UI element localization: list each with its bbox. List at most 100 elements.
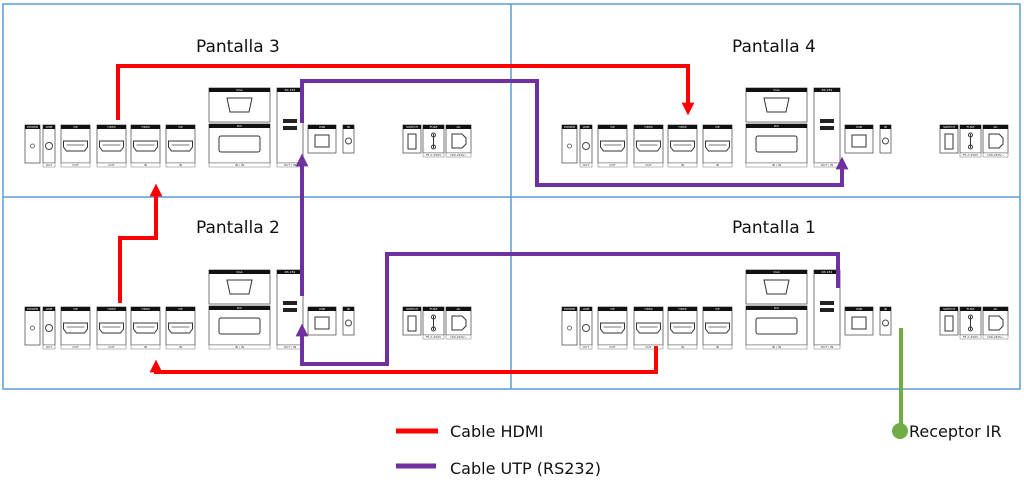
hdmi-in-label: HDMI xyxy=(678,125,686,129)
dp-out-label: DP xyxy=(610,125,614,129)
fuse-icon xyxy=(968,314,974,332)
switch-header xyxy=(940,125,958,129)
power-header xyxy=(25,307,40,311)
dvi-label: DVI xyxy=(774,124,779,128)
rs232-header xyxy=(277,88,303,92)
vga-label: VGA xyxy=(236,88,243,92)
power-header xyxy=(562,125,577,129)
rs232-port[interactable] xyxy=(276,87,304,164)
hdmi-in-label: HDMI xyxy=(141,307,149,311)
dp-in-label: DP xyxy=(178,125,182,129)
utp-cables xyxy=(295,79,849,366)
dp-out-bottom-label: OUT xyxy=(72,163,79,167)
audio-jack-icon xyxy=(582,142,590,150)
hdmi-in-bottom-label-box xyxy=(667,344,698,350)
utp-cable-p1-to-p2 xyxy=(295,252,840,366)
hdmi-out-bottom-label-box xyxy=(96,162,127,168)
hdmi-out-label: HDMI xyxy=(107,125,115,129)
dp-in-header xyxy=(166,125,195,129)
hdmi-out-label: HDMI xyxy=(644,307,652,311)
usb-connector-icon xyxy=(314,134,330,148)
ac-bottom-label: 100-240V~ xyxy=(450,153,468,157)
line-bottom-label-box xyxy=(579,162,593,168)
rs232-label: RS 232 xyxy=(822,270,833,274)
dvi-bottom-label-box xyxy=(745,344,808,350)
rocker-switch-icon xyxy=(407,133,417,150)
rs232-port[interactable] xyxy=(813,87,841,164)
line-label: LINE xyxy=(583,307,590,311)
dp-in-connector-icon-pins xyxy=(708,144,727,146)
ac-bottom-label-box xyxy=(982,334,1009,340)
rocker-switch-icon xyxy=(407,315,417,332)
fuse-label: FUSE xyxy=(967,307,975,311)
ac-header xyxy=(983,307,1008,311)
dp-out-label: DP xyxy=(73,125,77,129)
dvi-bottom-label-box xyxy=(208,162,271,168)
dp-out-connector-icon-pins xyxy=(66,144,85,146)
fuse-header xyxy=(960,125,981,129)
hdmi-out-bottom-label: OUT xyxy=(645,345,652,349)
ac-label: AC xyxy=(456,307,460,311)
line-bottom-label: OUT xyxy=(583,163,590,167)
hdmi-cable-p2-to-p3 xyxy=(118,183,163,303)
rs232-out-jack-icon xyxy=(820,301,834,305)
rs232-bottom-label: OUT / IN xyxy=(821,163,833,167)
fuse-bottom-label: F5 A 250V xyxy=(963,335,979,339)
fuse-bottom-label-box xyxy=(422,152,445,158)
line-bottom-label: OUT xyxy=(46,345,53,349)
rs232-port[interactable] xyxy=(276,269,304,346)
dp-in-connector-icon-pins xyxy=(171,326,190,328)
fuse-icon xyxy=(431,314,437,332)
rs232-bottom-label: OUT / IN xyxy=(284,345,296,349)
rs232-in-jack-icon xyxy=(283,126,297,130)
fuse-label: FUSE xyxy=(967,125,975,129)
dp-out-label: DP xyxy=(73,307,77,311)
fuse-bottom-label-box xyxy=(422,334,445,340)
fuse-bottom-label-box xyxy=(959,152,982,158)
hdmi-in-connector-icon-pins xyxy=(673,144,692,146)
dp-in-bottom-label: IN xyxy=(716,163,719,167)
line-bottom-label-box xyxy=(579,344,593,350)
fuse-icon xyxy=(968,132,974,150)
dp-out-header xyxy=(61,307,90,311)
dp-in-connector-icon-pins xyxy=(171,144,190,146)
dp-in-label: DP xyxy=(178,307,182,311)
ac-inlet-icon xyxy=(988,315,1004,331)
hdmi-in-bottom-label-box xyxy=(130,162,161,168)
dp-in-bottom-label-box xyxy=(165,344,196,350)
hdmi-out-header xyxy=(97,307,126,311)
ir-header xyxy=(343,307,354,311)
usb-port[interactable] xyxy=(307,124,337,154)
vga-header xyxy=(209,270,270,274)
vga-label: VGA xyxy=(236,270,243,274)
fuse-label: FUSE xyxy=(430,125,438,129)
dp-out-bottom-label: OUT xyxy=(609,163,616,167)
usb-port[interactable] xyxy=(307,306,337,336)
fuse-header xyxy=(960,307,981,311)
usb-header xyxy=(845,307,873,311)
ir-label: IR xyxy=(884,125,887,129)
ac-label: AC xyxy=(456,125,460,129)
hdmi-out-bottom-label-box xyxy=(633,344,664,350)
vga-header xyxy=(746,88,807,92)
fuse-bottom-label-box xyxy=(959,334,982,340)
dvi-connector-icon xyxy=(218,135,261,153)
hdmi-in-label: HDMI xyxy=(141,125,149,129)
dp-in-bottom-label: IN xyxy=(179,163,182,167)
line-bottom-label: OUT xyxy=(583,345,590,349)
switch-header xyxy=(403,125,421,129)
dp-in-label: DP xyxy=(715,307,719,311)
dvi-label: DVI xyxy=(774,306,779,310)
legend: Cable HDMI Cable UTP (RS232) xyxy=(396,422,601,478)
audio-jack-icon xyxy=(45,142,53,150)
dp-out-bottom-label-box xyxy=(597,344,628,350)
switch-label: SWITCH xyxy=(943,125,955,129)
panel-title-pantalla-3: Pantalla 3 xyxy=(196,37,280,57)
fuse-icon xyxy=(431,132,437,150)
hdmi-out-header xyxy=(634,125,663,129)
audio-jack-icon xyxy=(582,324,590,332)
dp-out-bottom-label-box xyxy=(60,162,91,168)
dp-out-header xyxy=(598,307,627,311)
